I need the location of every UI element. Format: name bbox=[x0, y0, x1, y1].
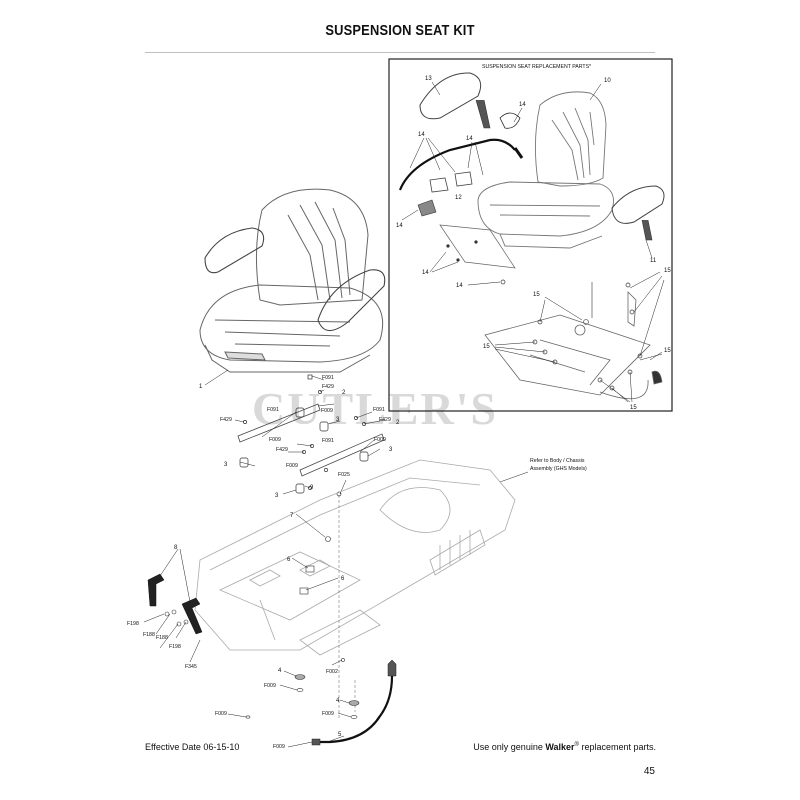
callout-15-c: 15 bbox=[483, 344, 490, 350]
callout-7: 7 bbox=[290, 513, 294, 519]
inset-title: SUSPENSION SEAT REPLACEMENT PARTS* bbox=[482, 64, 591, 70]
callout-14-d: 14 bbox=[396, 223, 403, 229]
chassis-body bbox=[194, 459, 516, 656]
callout-3-a: 3 bbox=[336, 417, 340, 423]
callout-f198-b: F198 bbox=[169, 644, 181, 650]
mounting-bar-left bbox=[237, 403, 321, 443]
footer-suffix: replacement parts. bbox=[578, 742, 656, 752]
callout-f091-c: F091 bbox=[373, 407, 385, 413]
harness-connector bbox=[513, 147, 524, 159]
effective-date: Effective Date 06-15-10 bbox=[145, 742, 240, 752]
callout-10: 10 bbox=[604, 78, 611, 84]
footer-brand: Walker bbox=[545, 742, 575, 752]
callout-f345: F345 bbox=[185, 664, 197, 670]
armrest-bracket-right bbox=[641, 219, 653, 241]
callout-4-b: 4 bbox=[336, 698, 340, 704]
footer-prefix: Use only genuine bbox=[473, 742, 546, 752]
callout-f009-a: F009 bbox=[321, 408, 333, 414]
callout-2-a: 2 bbox=[342, 390, 346, 396]
callout-f198-a: F198 bbox=[127, 621, 139, 627]
callout-15-b: 15 bbox=[533, 292, 540, 298]
switch-bracket bbox=[439, 224, 516, 269]
callout-9: 9 bbox=[310, 485, 314, 491]
page-title: SUSPENSION SEAT KIT bbox=[325, 22, 475, 39]
callout-f009-d: F009 bbox=[286, 463, 298, 469]
footer-reg: ® bbox=[574, 742, 579, 748]
callout-12: 12 bbox=[455, 195, 462, 201]
callout-f091-a: F091 bbox=[322, 375, 334, 381]
callout-f091-b: F091 bbox=[267, 407, 279, 413]
callout-3-b: 3 bbox=[389, 447, 393, 453]
callout-f429-a: F429 bbox=[322, 384, 334, 390]
footer-note: Use only genuine Walker® replacement par… bbox=[473, 742, 656, 752]
watermark: CUTLER'S bbox=[252, 383, 498, 434]
lower-hardware bbox=[245, 658, 397, 746]
handle-brackets bbox=[147, 573, 203, 635]
callout-3-d: 3 bbox=[275, 493, 279, 499]
callout-3-c: 3 bbox=[224, 462, 228, 468]
callout-f188-b: F188 bbox=[156, 635, 168, 641]
armrest-bracket-left bbox=[475, 99, 491, 129]
callout-f091-d: F091 bbox=[322, 438, 334, 444]
callout-11: 11 bbox=[650, 258, 657, 264]
callout-f188-a: F188 bbox=[143, 632, 155, 638]
callout-f009-h: F009 bbox=[273, 744, 285, 750]
callout-13: 13 bbox=[425, 76, 432, 82]
inset-seat-illustration bbox=[477, 91, 614, 249]
callout-14-b: 14 bbox=[418, 132, 425, 138]
callout-f429-b: F429 bbox=[220, 417, 232, 423]
callout-5: 5 bbox=[338, 732, 342, 738]
armrest-left-part bbox=[419, 72, 482, 120]
main-seat-illustration bbox=[199, 188, 384, 373]
cable-tie bbox=[499, 112, 521, 129]
armrest-right-part bbox=[611, 185, 665, 224]
callout-f429-c: F429 bbox=[379, 417, 391, 423]
callout-1: 1 bbox=[199, 384, 203, 390]
callout-f002: F002 bbox=[326, 669, 338, 675]
note-line-1: Refer to Body / Chassis bbox=[530, 458, 585, 464]
page-number: 45 bbox=[643, 766, 655, 777]
callout-14-e: 14 bbox=[422, 270, 429, 276]
title-rule bbox=[145, 52, 655, 53]
replacement-parts-inset: SUSPENSION SEAT REPLACEMENT PARTS* bbox=[388, 58, 673, 412]
callout-6-b: 6 bbox=[341, 576, 345, 582]
callout-8: 8 bbox=[174, 545, 178, 551]
callout-15-e: 15 bbox=[630, 405, 637, 411]
main-armrest-right bbox=[317, 269, 386, 332]
callout-f009-e: F009 bbox=[264, 683, 276, 689]
mounting-bar-right bbox=[299, 433, 385, 477]
callout-15-d: 15 bbox=[664, 348, 671, 354]
note-leader bbox=[499, 471, 529, 483]
callout-f009-c: F009 bbox=[374, 437, 386, 443]
callout-14-c: 14 bbox=[466, 136, 473, 142]
callout-f009-f: F009 bbox=[322, 711, 334, 717]
callout-14-a: 14 bbox=[519, 102, 526, 108]
note-line-2: Assembly (GHS Models) bbox=[530, 466, 587, 472]
callout-15-a: 15 bbox=[664, 268, 671, 274]
suspension-base bbox=[484, 282, 663, 400]
seat-switch-harness bbox=[398, 138, 516, 191]
main-armrest-left bbox=[204, 227, 265, 274]
callout-f429-d: F429 bbox=[276, 447, 288, 453]
callout-f009-g: F009 bbox=[215, 711, 227, 717]
callout-4-a: 4 bbox=[278, 668, 282, 674]
mounting-hardware bbox=[237, 374, 385, 497]
leader-1 bbox=[204, 369, 229, 386]
callout-14-f: 14 bbox=[456, 283, 463, 289]
callout-2-b: 2 bbox=[396, 420, 400, 426]
callout-6-a: 6 bbox=[287, 557, 291, 563]
callout-f025: F025 bbox=[338, 472, 350, 478]
callout-f009-b: F009 bbox=[269, 437, 281, 443]
